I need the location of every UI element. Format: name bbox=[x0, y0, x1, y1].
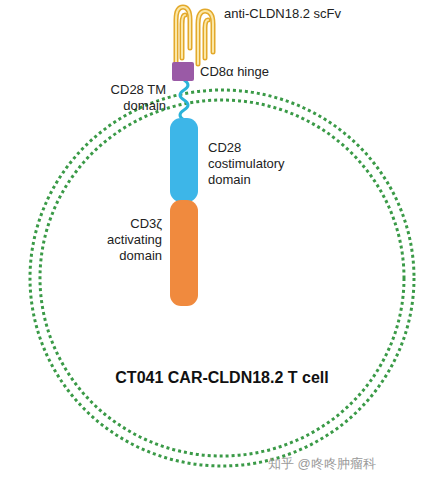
hinge-box: CD8α hinge bbox=[172, 62, 194, 81]
scfv-domain-shape bbox=[168, 2, 220, 64]
tm-domain: CD28 TM domain bbox=[170, 80, 198, 120]
watermark: 知乎 @咚咚肿瘤科 bbox=[268, 455, 376, 473]
domain-label: CD28 costimulatory domain bbox=[208, 140, 300, 188]
cell-title: CT041 CAR-CLDN18.2 T cell bbox=[28, 368, 416, 388]
tm-domain-shape bbox=[170, 80, 198, 120]
domain-label: CD3ζ activating domain bbox=[92, 216, 162, 264]
domain-label: CD8α hinge bbox=[200, 64, 310, 80]
activating-domain-shape bbox=[170, 200, 198, 306]
domain-label: anti-CLDN18.2 scFv bbox=[224, 6, 344, 22]
costim-domain: CD28 costimulatory domain bbox=[170, 118, 198, 202]
costim-domain-shape bbox=[170, 118, 198, 202]
activating-domain: CD3ζ activating domain bbox=[170, 200, 198, 306]
scfv-domain: anti-CLDN18.2 scFv bbox=[168, 2, 220, 64]
domain-label: CD28 TM domain bbox=[90, 82, 166, 114]
hinge-box-shape bbox=[172, 62, 194, 81]
